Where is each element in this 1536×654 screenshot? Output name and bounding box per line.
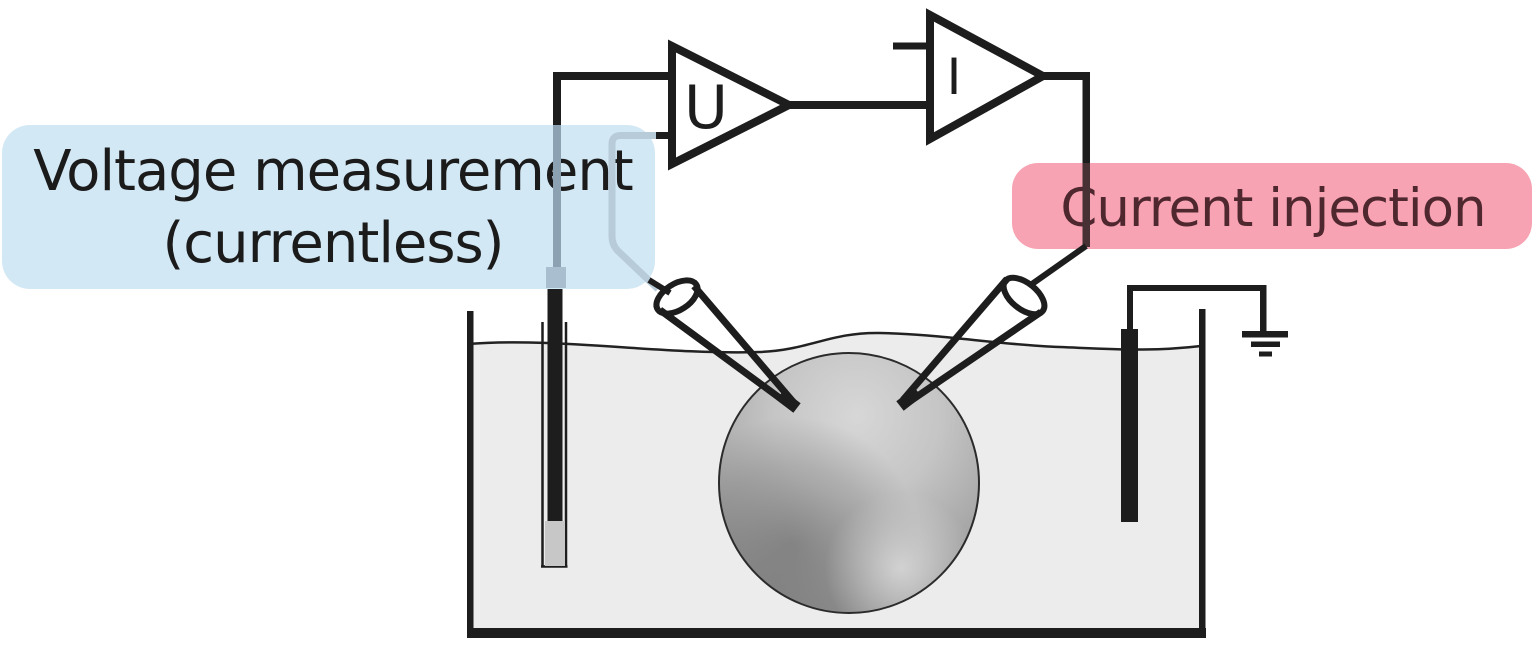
- voltage-amplifier-triangle: [668, 39, 798, 171]
- ground-electrode-rod: [1121, 329, 1138, 522]
- voltage-amplifier: U: [668, 39, 798, 171]
- left-pipette-cone: [657, 283, 798, 410]
- wire-ground-up: [1127, 285, 1133, 331]
- right-pipette: [896, 243, 1088, 411]
- wire-i-input-stub: [893, 42, 932, 50]
- wire-electrode-vertical: [553, 72, 561, 126]
- wire-i-output-vertical: [1082, 72, 1090, 164]
- right-pipette-tip: [896, 387, 922, 411]
- electrode-rod: [547, 288, 563, 521]
- bath-container: [467, 309, 1206, 638]
- bath-left-wall: [467, 311, 474, 638]
- wire-top-horizontal: [553, 72, 674, 80]
- wire-u-to-i: [786, 101, 932, 109]
- electrode-glass-tube: [541, 322, 568, 568]
- left-pipette: [647, 277, 801, 413]
- voltage-measurement-label: Voltage measurement (currentless): [2, 125, 655, 289]
- voltage-label-line2: (currentless): [162, 211, 503, 276]
- wires: [553, 42, 1267, 333]
- left-pipette-tip: [776, 390, 801, 413]
- wire-under-pink-label: [1082, 163, 1090, 247]
- current-amplifier: I: [926, 8, 1052, 146]
- right-pipette-cone: [900, 276, 1043, 407]
- wire-light-blue: [608, 132, 661, 292]
- wire-i-output-horizontal: [1041, 72, 1090, 80]
- right-pipette-opening: [1000, 274, 1048, 318]
- current-amplifier-triangle: [926, 8, 1052, 146]
- current-amplifier-letter: I: [947, 48, 962, 106]
- voltage-label-line1: Voltage measurement: [33, 139, 633, 204]
- ground-symbol: [1242, 331, 1288, 357]
- voltage-amplifier-letter: U: [684, 73, 728, 143]
- electrode-cap: [546, 267, 566, 288]
- electrode-tip-pellet: [545, 521, 565, 566]
- right-pipette-lead: [1030, 243, 1088, 287]
- current-injection-label: Current injection: [1012, 163, 1532, 249]
- bath-right-wall: [1199, 309, 1206, 638]
- bath-bottom: [467, 628, 1206, 638]
- wire-u-minus-stub: [654, 132, 676, 139]
- reference-electrode-left: [541, 288, 568, 568]
- left-pipette-opening: [653, 277, 701, 317]
- wire-ground-down: [1260, 285, 1267, 333]
- water-surface-line: [467, 331, 1202, 354]
- current-label-text: Current injection: [1060, 178, 1485, 239]
- wire-under-blue-label: [553, 125, 561, 267]
- wire-ground-horizontal: [1127, 285, 1266, 291]
- cell-sphere: [718, 352, 980, 614]
